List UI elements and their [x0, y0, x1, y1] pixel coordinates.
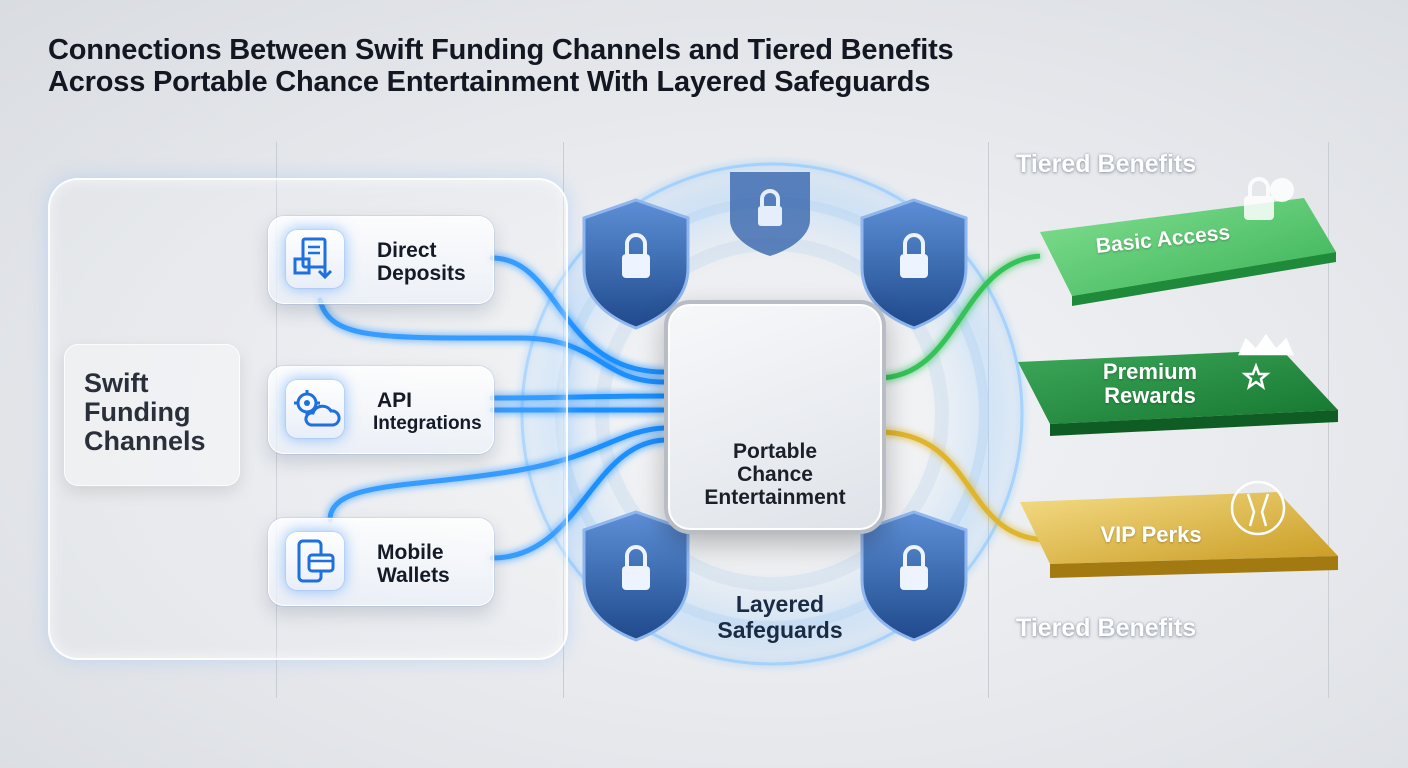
- hub-label-line: Entertainment: [704, 486, 846, 509]
- funding-group-label-line: Channels: [84, 426, 206, 456]
- tier-label-line: Premium: [1102, 359, 1198, 384]
- shield-bottom-left: [582, 510, 690, 642]
- channel-mobile-wallets: Mobile Wallets: [268, 518, 494, 606]
- hub-label-line: Chance: [737, 463, 813, 486]
- safeguards-label: Layered Safeguards: [690, 591, 870, 643]
- title-line-1: Connections Between Swift Funding Channe…: [48, 34, 954, 66]
- funding-connectors: [317, 255, 667, 561]
- tier-label-line: VIP Perks: [1100, 522, 1202, 547]
- document-deposit-icon: [285, 229, 345, 289]
- funding-group-label-box: [64, 344, 240, 486]
- page-title: Connections Between Swift Funding Channe…: [48, 34, 1248, 98]
- tier-premium-rewards: Premium Rewards: [1080, 360, 1220, 408]
- funding-group-label-line: Swift: [84, 368, 149, 398]
- channel-label-line: Deposits: [377, 262, 466, 285]
- channel-label-line: API: [377, 389, 413, 412]
- funding-group-label-line: Funding: [84, 397, 191, 427]
- shield-bottom-right: [860, 510, 968, 642]
- connector-mobile-2: [489, 437, 667, 561]
- funding-group-label: Swift Funding Channels: [84, 369, 234, 456]
- connector-api-2: [489, 393, 667, 401]
- channel-label-line: Wallets: [377, 564, 450, 587]
- gear-cloud-icon: [285, 379, 345, 439]
- tier-plate-vip: [1020, 492, 1338, 578]
- connector-mobile-1: [327, 425, 667, 523]
- top-lock-badge: [730, 172, 810, 256]
- tier-vip-perks: VIP Perks: [1086, 522, 1216, 548]
- connector-vip: [877, 429, 1051, 543]
- lock-user-icon: [1244, 177, 1294, 220]
- channel-label-line: Integrations: [373, 413, 482, 434]
- crown-star-icon: [1238, 333, 1294, 390]
- hub-label: Portable Chance Entertainment: [664, 440, 886, 509]
- channel-label: Direct Deposits: [377, 239, 466, 285]
- tier-heading-top: Tiered Benefits: [1016, 150, 1197, 178]
- hub-card: [664, 300, 886, 534]
- channel-api-integrations: API Integrations: [268, 366, 494, 454]
- connector-direct-1: [489, 255, 667, 375]
- phone-card-icon: [285, 531, 345, 591]
- channel-label: Mobile Wallets: [377, 541, 450, 587]
- safeguards-label-line: Layered: [735, 591, 825, 617]
- champagne-icon: [1230, 480, 1286, 536]
- shield-top-right: [860, 198, 968, 330]
- hub-label-line: Portable: [732, 440, 818, 463]
- channel-label-line: Mobile: [377, 541, 444, 564]
- channel-label-line: Direct: [377, 239, 437, 262]
- tier-label-line: Rewards: [1104, 383, 1196, 408]
- channel-direct-deposits: Direct Deposits: [268, 216, 494, 304]
- tier-heading-bottom: Tiered Benefits: [1016, 614, 1197, 642]
- tier-plate-basic: [1040, 198, 1336, 306]
- safeguards-label-line: Safeguards: [717, 617, 843, 643]
- shield-top-left: [582, 198, 690, 330]
- title-line-2: Across Portable Chance Entertainment Wit…: [48, 66, 931, 98]
- channel-label: API Integrations: [373, 389, 482, 435]
- connector-direct-2: [317, 297, 667, 385]
- connector-basic: [877, 253, 1041, 381]
- outer-ring: [520, 162, 1024, 666]
